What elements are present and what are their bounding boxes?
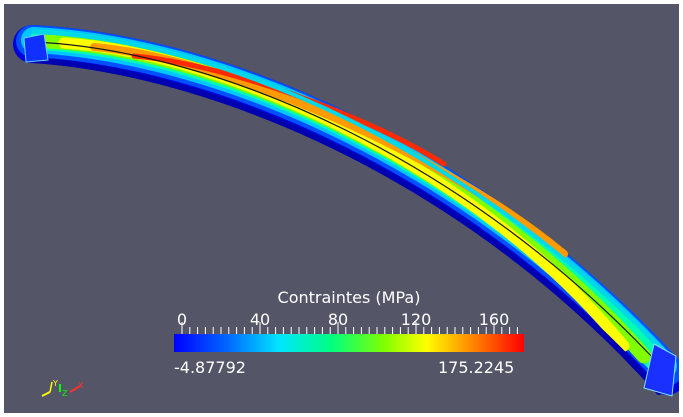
render-viewport[interactable]: Contraintes (MPa) 0 40 80 120 160 -4.877… xyxy=(4,4,679,413)
legend-tick-120: 120 xyxy=(400,310,432,329)
axis-z-label: Z xyxy=(62,389,68,398)
beam-body xyxy=(13,25,679,397)
beam-stress-render xyxy=(13,25,679,397)
axis-x-label: X xyxy=(78,381,84,390)
axis-y-label: Y xyxy=(52,379,58,388)
legend-ticks xyxy=(181,322,518,334)
colormap-bar xyxy=(174,334,524,352)
legend-title: Contraintes (MPa) xyxy=(277,288,421,307)
orientation-axes-icon: Y Z X xyxy=(41,379,84,398)
legend-max-value: 175.2245 xyxy=(438,358,515,377)
legend-tick-0: 0 xyxy=(176,310,188,329)
legend-tick-40: 40 xyxy=(249,310,271,329)
legend-min-value: -4.87792 xyxy=(174,358,246,377)
legend-tick-160: 160 xyxy=(478,310,510,329)
legend-tick-80: 80 xyxy=(327,310,349,329)
